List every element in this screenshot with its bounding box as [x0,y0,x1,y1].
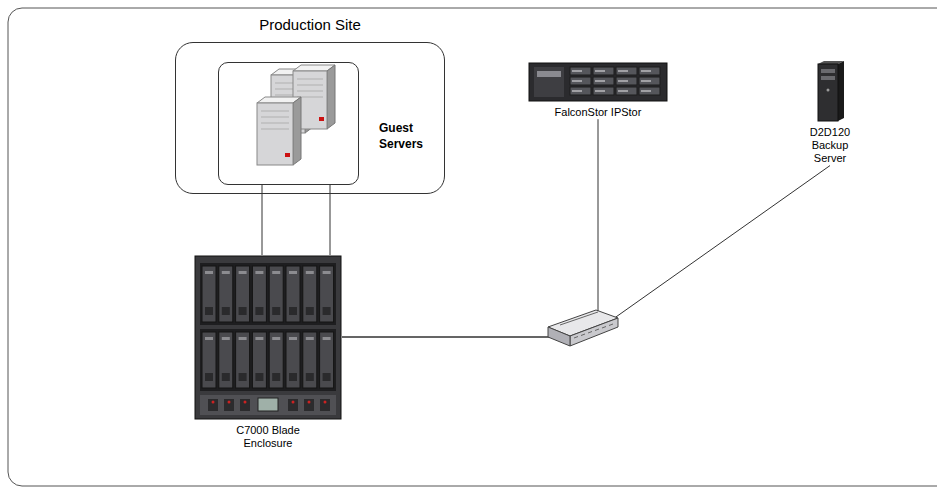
backup-server: D2D120 Backup Server [796,60,864,166]
site-region: Production SiteGuest Servers [175,42,445,194]
device-label: C7000 Blade Enclosure [218,424,318,450]
rack-server-icon [528,62,668,102]
blade-enclosure-icon [194,255,342,420]
switch-symbol [548,310,618,346]
network-link [262,185,263,255]
storage-device: FalconStor IPStor [527,62,669,119]
server-icon [219,63,358,184]
device-label: D2D120 Backup Server [802,126,858,166]
blade-enclosure: C7000 Blade Enclosure [194,255,342,450]
network-link [342,166,830,337]
network-link [342,119,598,337]
server-group-box: Guest Servers [218,62,359,185]
device-label: FalconStor IPStor [555,106,642,119]
frame-outline [8,8,937,486]
tower-server-icon [814,60,846,122]
network-link [330,185,331,255]
group-heading: Guest Servers [379,121,435,152]
group-heading: Production Site [176,16,444,33]
